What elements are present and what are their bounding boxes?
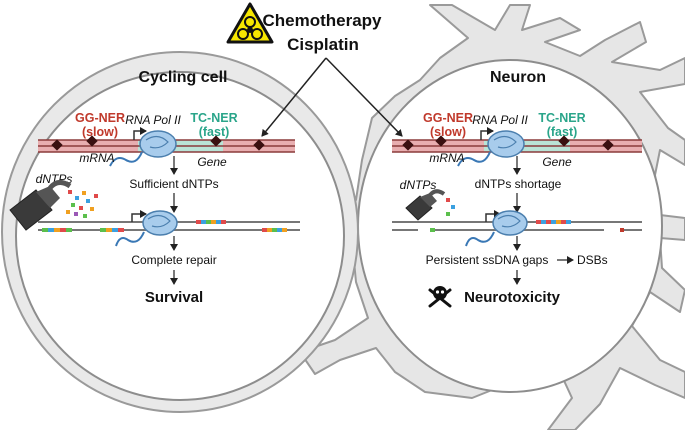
chemo-arrow-right xyxy=(325,57,403,137)
trigger-line1: Chemotherapy xyxy=(262,11,382,30)
gg-ner-sublabel: (slow) xyxy=(430,125,466,139)
skull-crossbones-icon xyxy=(428,286,452,308)
step1-label: dNTPs shortage xyxy=(475,177,562,191)
mrna-strand xyxy=(109,151,143,167)
mrna-strand xyxy=(115,231,145,247)
rna-pol-icon xyxy=(487,130,525,158)
dna-lesion-icon xyxy=(402,135,614,151)
rna-pol-icon xyxy=(142,210,178,236)
gg-ner-label: GG-NER xyxy=(75,111,125,125)
dntp-particles xyxy=(66,190,98,218)
step2-label: Persistent ssDNA gaps xyxy=(426,253,549,267)
repair-patch xyxy=(430,220,624,232)
outcome-label: Neurotoxicity xyxy=(464,289,561,306)
tc-ner-sublabel: (fast) xyxy=(547,125,578,139)
dntp-particles xyxy=(446,198,455,216)
dntp-bottle-icon xyxy=(405,189,446,221)
tc-ner-label: TC-NER xyxy=(538,111,585,125)
tc-ner-label: TC-NER xyxy=(190,111,237,125)
dna-duplex-damaged xyxy=(392,127,642,153)
neuron-title: Neuron xyxy=(490,69,546,86)
mrna-strand xyxy=(457,151,491,167)
dntp-bottle-icon xyxy=(9,180,72,231)
dsb-label: DSBs xyxy=(577,253,608,267)
rna-pol-label: RNA Pol II xyxy=(125,113,181,127)
gg-ner-sublabel: (slow) xyxy=(82,125,118,139)
rna-pol-icon xyxy=(139,130,177,158)
mrna-label: mRNA xyxy=(429,151,464,165)
tc-ner-sublabel: (fast) xyxy=(199,125,230,139)
mrna-strand xyxy=(465,231,495,247)
step2-label: Complete repair xyxy=(131,253,216,267)
rna-pol-label: RNA Pol II xyxy=(472,113,528,127)
biohazard-icon xyxy=(226,2,274,44)
repair-patch xyxy=(42,220,287,232)
gene-label: Gene xyxy=(197,155,227,169)
gg-ner-label: GG-NER xyxy=(423,111,473,125)
gene-label: Gene xyxy=(542,155,572,169)
step1-label: Sufficient dNTPs xyxy=(129,177,218,191)
outcome-label: Survival xyxy=(145,289,203,306)
mrna-label: mRNA xyxy=(79,151,114,165)
rna-pol-icon xyxy=(492,210,528,236)
cycling-cell-title: Cycling cell xyxy=(139,69,228,86)
chemo-arrow-left xyxy=(261,57,327,137)
trigger-line2: Cisplatin xyxy=(287,35,359,54)
dntps-label: dNTPs xyxy=(400,178,437,192)
